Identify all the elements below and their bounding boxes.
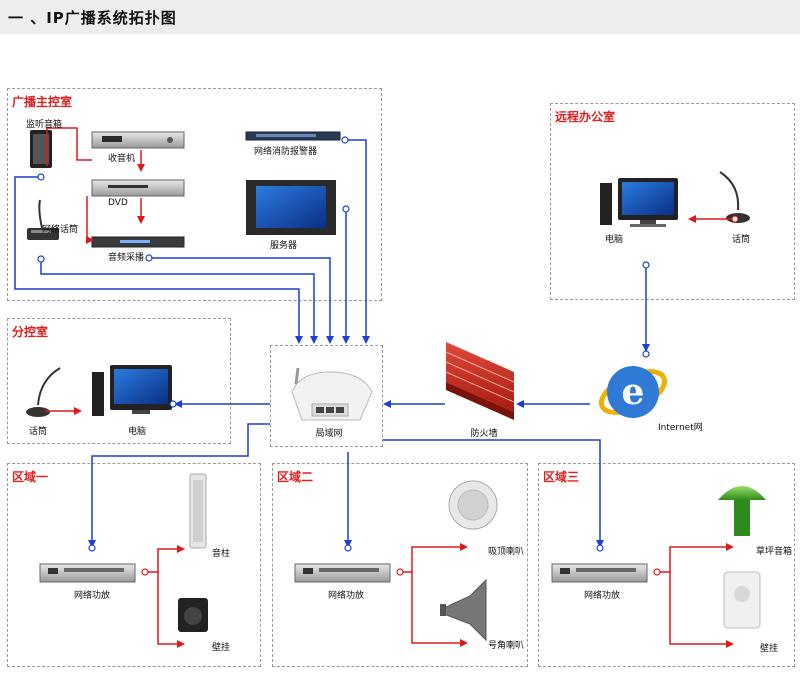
label-network-mic: 网络话筒	[42, 225, 79, 235]
internet-explorer-icon: e	[598, 366, 668, 418]
label-lan: 局域网	[315, 429, 343, 439]
zone-remote-office: 远程办公室	[550, 103, 795, 300]
zone-sub-control: 分控室	[7, 318, 231, 444]
radio-device	[91, 131, 185, 149]
z1-amp-device	[39, 563, 136, 583]
label-dvd: DVD	[108, 198, 128, 208]
zone-area-3: 区域三	[538, 463, 795, 667]
page-title: 一 、IP广播系统拓扑图	[8, 9, 177, 27]
monitor-speaker-device	[30, 130, 52, 168]
label-z2-ceiling: 吸顶喇叭	[488, 547, 525, 557]
server-device	[246, 180, 336, 235]
label-server: 服务器	[270, 241, 298, 251]
dvd-device	[91, 179, 185, 197]
label-audio-capture: 音频采播	[108, 253, 145, 263]
label-z3-wall: 壁挂	[760, 644, 779, 654]
z3-amp-device	[551, 563, 648, 583]
z1-wall-speaker-device	[178, 598, 208, 632]
label-z2-amp: 网络功放	[327, 591, 365, 601]
zone-area-1: 区域一	[7, 463, 261, 667]
remote-pc-device	[600, 178, 678, 227]
label-internet: Internet网	[658, 423, 703, 433]
label-radio: 收音机	[108, 154, 136, 164]
z2-ceiling-speaker-device	[448, 480, 498, 530]
zone-title-main-control: 广播主控室	[12, 95, 73, 109]
zone-title-area-2: 区域二	[277, 470, 314, 484]
label-z2-horn: 号角喇叭	[488, 641, 525, 651]
lan-router-device	[291, 367, 373, 421]
z3-lawn-speaker-device	[718, 486, 766, 536]
label-z3-amp: 网络功放	[583, 591, 621, 601]
zone-main-control: 广播主控室	[7, 88, 382, 301]
z1-column-speaker-device	[189, 473, 207, 549]
label-firewall: 防火墙	[470, 429, 498, 439]
z3-wall-speaker-device	[723, 571, 761, 629]
label-sub-pc: 电脑	[127, 427, 147, 437]
label-z1-wall: 壁挂	[212, 643, 231, 653]
z2-horn-speaker-device	[440, 578, 487, 642]
firewall-device	[445, 342, 515, 420]
network-mic-device	[27, 199, 59, 240]
sub-pc-device	[92, 365, 172, 416]
label-remote-pc: 电脑	[604, 235, 624, 245]
label-z3-lawn: 草坪音箱	[756, 547, 793, 557]
zone-title-area-1: 区域一	[12, 470, 49, 484]
fire-alarm-device	[245, 131, 341, 141]
zone-title-remote-office: 远程办公室	[555, 110, 616, 124]
zone-lan	[270, 345, 383, 447]
zone-title-sub-control: 分控室	[12, 325, 49, 339]
label-sub-mic: 话筒	[28, 427, 48, 437]
header-bar: 一 、IP广播系统拓扑图	[0, 0, 800, 34]
label-z1-amp: 网络功放	[73, 591, 111, 601]
remote-mic-device	[719, 171, 750, 223]
audio-capture-device	[91, 236, 185, 248]
label-monitor-speaker: 监听音箱	[25, 120, 63, 130]
zone-title-area-3: 区域三	[543, 470, 580, 484]
zone-area-2: 区域二	[272, 463, 528, 667]
label-z1-column: 音柱	[212, 549, 231, 559]
z2-amp-device	[294, 563, 391, 583]
label-fire-alarm: 网络消防报警器	[254, 147, 318, 157]
label-remote-mic: 话筒	[731, 235, 751, 245]
sub-mic-device	[26, 367, 61, 417]
svg-text:e: e	[622, 371, 645, 413]
